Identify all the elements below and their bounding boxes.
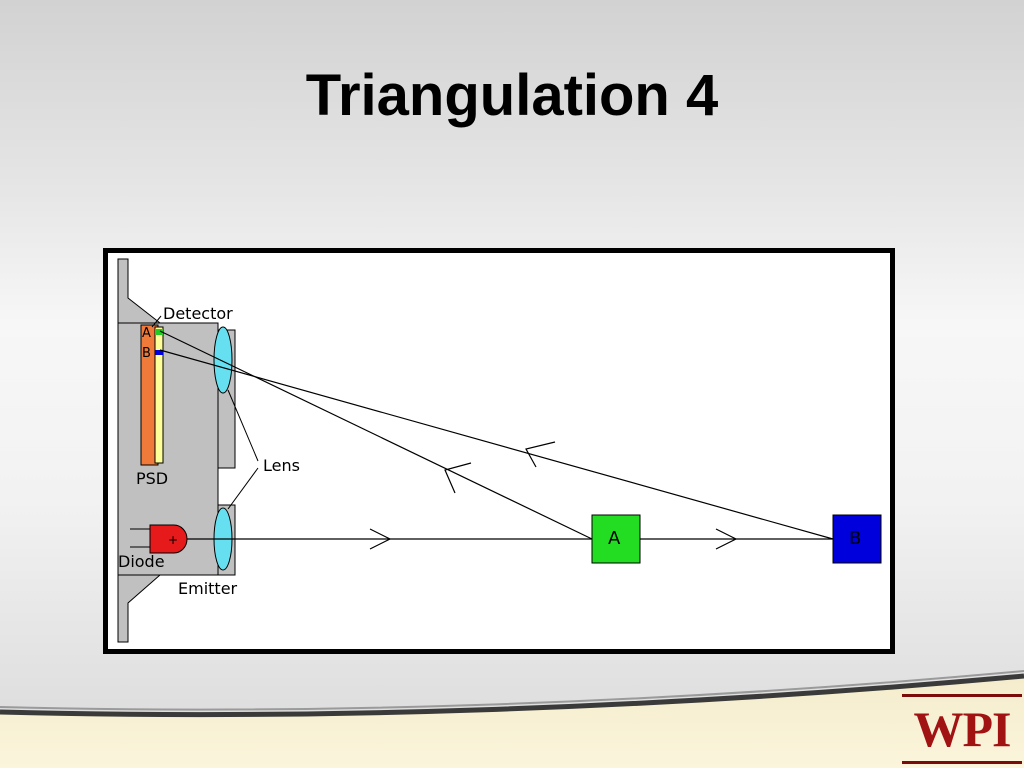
target-b	[832, 514, 882, 564]
detector-callout	[151, 315, 162, 328]
arrow-emitted-1	[369, 528, 392, 550]
psd-mark-b: B	[142, 346, 151, 361]
lens-callout-upper	[227, 389, 259, 462]
footer-swoosh-highlight	[0, 670, 1024, 711]
housing-top-bracket	[117, 258, 162, 324]
reflected-beam-b	[159, 349, 834, 540]
footer-swoosh-fill	[0, 676, 1024, 768]
footer-swoosh-line	[0, 673, 1024, 718]
detector-lens	[213, 326, 233, 394]
detector-spot-a	[155, 329, 163, 335]
footer-band	[0, 670, 1024, 768]
detector-spot-b	[155, 350, 163, 355]
slide-title: Triangulation 4	[305, 63, 719, 128]
arrow-reflected-b	[525, 441, 556, 468]
lens-callout-lower	[227, 467, 259, 510]
detector-strip	[154, 326, 164, 464]
housing-bottom-bracket	[117, 574, 162, 643]
detector-label: Detector	[163, 304, 233, 323]
diagram-canvas: A B + A B Detector Lens PSD Diode Emi	[117, 258, 882, 643]
reflected-beam-a	[159, 330, 593, 540]
diode-label: Diode	[118, 552, 165, 571]
psd-label: PSD	[136, 469, 168, 488]
diode-plus: +	[168, 533, 178, 547]
target-a-label: A	[608, 528, 621, 549]
arrow-emitted-2	[715, 528, 738, 550]
lens-label: Lens	[263, 456, 300, 475]
target-a	[591, 514, 641, 564]
triangulation-diagram: A B + A B Detector Lens PSD Diode Emi	[103, 248, 895, 654]
wpi-logo: WPI	[902, 694, 1022, 764]
diode-body	[149, 524, 188, 554]
target-b-label: B	[849, 528, 861, 549]
arrow-reflected-a	[444, 462, 472, 494]
psd-mark-a: A	[142, 326, 151, 341]
emitter-label: Emitter	[178, 579, 238, 598]
